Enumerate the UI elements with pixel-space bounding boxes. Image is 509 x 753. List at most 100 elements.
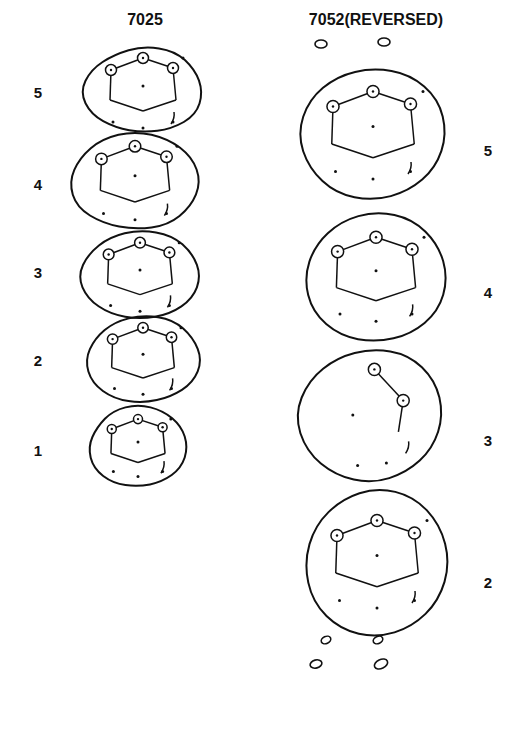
wear-dot [109,304,112,307]
cusp-circle [138,322,148,332]
cusp-circle [133,415,142,424]
tooth-position: 3 [34,265,42,280]
wear-mark [410,304,413,316]
cusp-circle [331,529,343,541]
wear-mark [412,591,415,603]
cusp-circle [135,237,146,248]
cusp-circle [371,514,383,526]
cusp-dot [375,236,377,238]
wear-dot [375,320,378,323]
tooth-outline [87,316,200,402]
wear-dot [169,418,172,421]
wear-dot [142,393,145,396]
cusp-line [110,100,143,111]
cusp-circle [404,98,416,110]
wear-dot [385,462,388,465]
cusp-line [377,573,418,587]
cusp-dot [165,156,167,158]
cusp-dot [139,241,141,243]
wear-dot [102,212,105,215]
cusp-line [332,144,373,158]
cusp-circle [103,249,114,260]
wear-mark [408,162,411,174]
cusp-line [143,368,174,378]
tooth-outline [83,48,201,132]
cusp-dot [411,248,413,250]
cusp-circle [370,231,382,243]
cusp-dot [402,399,404,401]
cusp-circle [408,527,420,539]
wear-mark [171,112,174,124]
wear-dot [334,170,337,173]
tooth-outline [298,350,441,481]
wear-dot [134,218,137,221]
cusp-circle [406,243,418,255]
cusp-circle [129,141,141,153]
tooth-outline [71,133,198,228]
wear-dot [375,269,378,272]
cusp-line [135,190,170,202]
cusp-dot [336,534,338,536]
wear-dot [351,414,354,417]
cusp-line [336,288,376,301]
cusp-line [143,100,176,111]
cusp-circle [397,395,409,407]
cusp-dot [111,338,113,340]
cusp-dot [172,67,174,69]
cusp-line [376,288,416,301]
tooth-outline [90,406,187,486]
cusp-circle [158,423,167,432]
tooth-outline [300,70,444,199]
specimen-number: 7025 [127,12,163,28]
cusp-line [373,144,414,158]
tooth-position: 2 [484,575,492,590]
tooth-position: 4 [34,177,42,192]
wear-mark [170,378,173,390]
cusp-dot [170,336,172,338]
cusp-dot [376,519,378,521]
cusp-circle [161,151,173,163]
cusp-dot [373,368,375,370]
wear-dot [356,464,359,467]
cusp-dot [107,253,109,255]
wear-dot [338,599,341,602]
wear-dot [376,554,379,557]
cusp-line [138,454,165,463]
wear-dot [134,174,137,177]
cusp-dot [111,428,113,430]
wear-dot [372,125,375,128]
cusp-dot [100,158,102,160]
cusp-dot [413,532,415,534]
cusp-line [111,454,138,463]
tooth-position: 1 [34,443,42,458]
cusp-circle [107,424,116,433]
cusp-circle [327,100,339,112]
cusp-dot [134,145,136,147]
cusp-line [108,284,140,295]
wear-mark [406,441,409,453]
wear-dot [112,470,115,473]
cusp-circle [168,63,179,74]
cusp-dot [137,418,139,420]
cusp-dot [110,69,112,71]
cusp-circle [332,246,344,258]
cusp-circle [96,153,108,165]
wear-dot [142,353,145,356]
cusp-dot [409,103,411,105]
cusp-line [112,368,143,378]
wear-dot [139,310,142,313]
wear-dot [422,90,425,93]
cusp-circle [138,53,149,64]
wear-dot [426,519,429,522]
cusp-line [100,190,135,202]
wear-dot [176,145,179,148]
wear-dot [112,121,115,124]
wear-mark [167,295,170,307]
cusp-circle [368,363,380,375]
cusp-dot [161,426,163,428]
tooth-position: 2 [34,353,42,368]
cusp-line [336,573,377,587]
wear-dot [113,387,116,390]
cusp-line [140,284,172,295]
